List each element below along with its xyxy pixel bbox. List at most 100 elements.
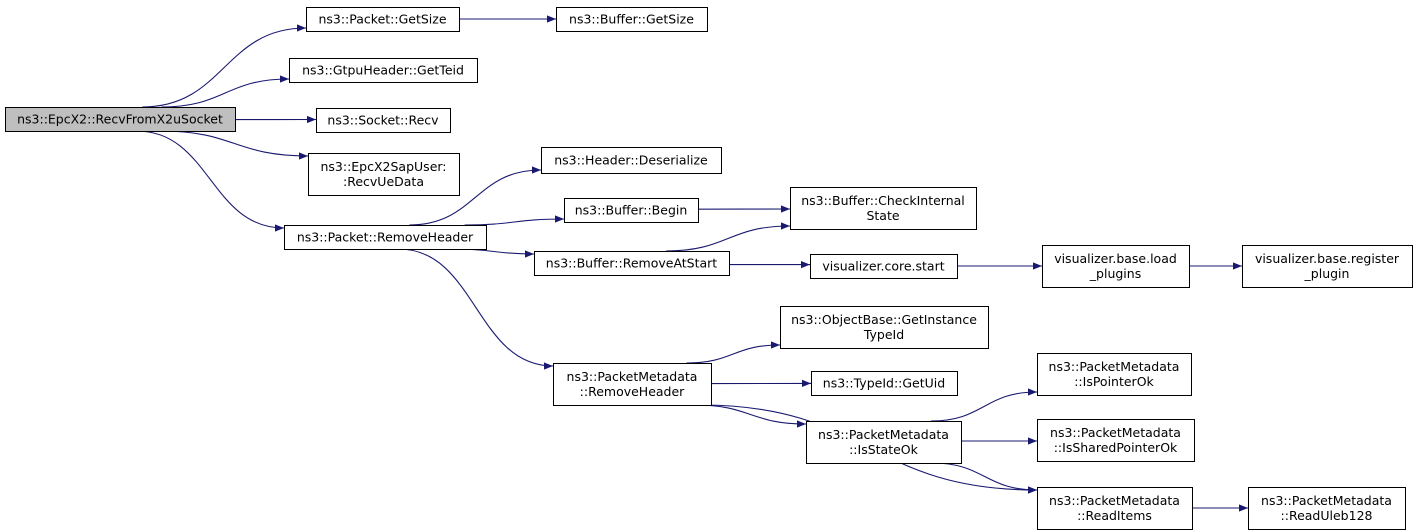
node-label: ns3::Packet::RemoveHeader	[297, 230, 474, 245]
edge-line	[398, 248, 554, 370]
node-label: ns3::Packet::GetSize	[318, 12, 446, 27]
node-label: ns3::PacketMetadata	[818, 427, 949, 442]
edge-pkt-removeheader-to-buf-begin	[464, 215, 565, 226]
node-box	[534, 251, 730, 276]
node-pm-readuleb128[interactable]: ns3::PacketMetadata::ReadUleb128	[1248, 487, 1406, 530]
node-pkt-getsize[interactable]: ns3::Packet::GetSize	[306, 7, 460, 32]
node-label: ns3::PacketMetadata	[567, 369, 698, 384]
node-label: ::RemoveHeader	[580, 384, 686, 399]
node-label: ns3::Buffer::RemoveAtStart	[546, 256, 718, 271]
node-buf-removeatstart[interactable]: ns3::Buffer::RemoveAtStart	[534, 251, 730, 276]
node-box	[780, 306, 989, 349]
edge-line	[464, 215, 565, 226]
edge-line	[932, 462, 1038, 494]
edge-line	[136, 130, 285, 232]
node-pm-removeheader[interactable]: ns3::PacketMetadata::RemoveHeader	[553, 363, 712, 406]
node-vis-load-plugins[interactable]: visualizer.base.load_plugins	[1042, 245, 1190, 288]
node-pm-isstateok[interactable]: ns3::PacketMetadata::IsStateOk	[806, 421, 962, 464]
node-box	[284, 225, 487, 250]
node-label: ::IsStateOk	[849, 442, 919, 457]
node-box	[289, 58, 478, 83]
node-label: _plugin	[1304, 266, 1350, 281]
node-pkt-removeheader[interactable]: ns3::Packet::RemoveHeader	[284, 225, 487, 250]
node-label: ns3::PacketMetadata	[1050, 425, 1181, 440]
node-label: ::ReadUleb128	[1281, 508, 1373, 523]
edge-pm-isstateok-to-pm-readitems	[932, 462, 1038, 494]
edge-line	[142, 24, 307, 108]
node-box	[1248, 487, 1406, 530]
node-label: visualizer.base.load	[1054, 251, 1177, 266]
node-box	[810, 254, 958, 279]
node-label: visualizer.core.start	[822, 259, 944, 274]
node-box	[811, 371, 958, 396]
node-pm-issharedpointerok[interactable]: ns3::PacketMetadata::IsSharedPointerOk	[1037, 419, 1195, 462]
node-label: ns3::Buffer::Begin	[575, 203, 688, 218]
node-box	[790, 187, 977, 230]
node-label: :RecvUeData	[343, 174, 424, 189]
edge-line	[161, 75, 290, 108]
node-label: ns3::ObjectBase::GetInstance	[791, 312, 977, 327]
node-label: ns3::EpcX2SapUser:	[320, 159, 446, 174]
node-label: ns3::TypeId::GetUid	[823, 376, 945, 391]
node-box	[806, 421, 962, 464]
node-label: State	[866, 208, 899, 223]
node-label: TypeId	[863, 327, 904, 342]
node-pm-readitems[interactable]: ns3::PacketMetadata::ReadItems	[1037, 487, 1193, 530]
node-label: ns3::Socket::Recv	[327, 113, 439, 128]
node-buf-begin[interactable]: ns3::Buffer::Begin	[564, 198, 699, 223]
node-box	[308, 153, 460, 196]
node-label: ::ReadItems	[1077, 508, 1152, 523]
edge-line	[160, 130, 309, 160]
node-box	[541, 147, 722, 174]
nodes-layer: ns3::EpcX2::RecvFromX2uSocketns3::Packet…	[5, 7, 1413, 530]
node-box	[1242, 245, 1413, 288]
node-box	[306, 7, 460, 32]
node-sap-recvuedata[interactable]: ns3::EpcX2SapUser::RecvUeData	[308, 153, 460, 196]
node-label: ns3::GtpuHeader::GetTeid	[302, 63, 464, 78]
node-pm-ispointerok[interactable]: ns3::PacketMetadata::IsPointerOk	[1037, 353, 1192, 396]
node-label: visualizer.base.register	[1255, 251, 1400, 266]
node-label: ns3::Buffer::CheckInternal	[801, 193, 965, 208]
node-label: _plugins	[1089, 266, 1141, 281]
node-label: ns3::Buffer::GetSize	[569, 12, 694, 27]
node-label: ns3::EpcX2::RecvFromX2uSocket	[17, 112, 223, 127]
node-box	[1042, 245, 1190, 288]
edge-pm-isstateok-to-pm-ispointerok	[930, 388, 1038, 422]
node-buf-getsize[interactable]: ns3::Buffer::GetSize	[556, 7, 708, 32]
node-vis-core-start[interactable]: visualizer.core.start	[810, 254, 958, 279]
edge-line	[666, 222, 791, 252]
node-vis-register-plugin[interactable]: visualizer.base.register_plugin	[1242, 245, 1413, 288]
node-box	[5, 107, 236, 132]
node-label: ns3::PacketMetadata	[1049, 493, 1180, 508]
node-box	[1037, 487, 1193, 530]
node-label: ns3::Header::Deserialize	[554, 153, 708, 168]
edge-line	[930, 388, 1038, 422]
edge-line	[686, 341, 781, 364]
node-box	[1037, 353, 1192, 396]
edge-recv-x2u-to-pkt-removeheader	[136, 130, 285, 232]
node-socket-recv[interactable]: ns3::Socket::Recv	[316, 108, 451, 133]
edge-pm-removeheader-to-ob-getinstancetypeid	[686, 341, 781, 364]
edge-recv-x2u-to-sap-recvuedata	[160, 130, 309, 160]
node-box	[556, 7, 708, 32]
node-box	[1037, 419, 1195, 462]
edge-pkt-removeheader-to-hdr-deserialize	[409, 166, 542, 226]
edges-layer	[136, 15, 1248, 512]
node-label: ::IsSharedPointerOk	[1054, 440, 1178, 455]
node-label: ns3::PacketMetadata	[1261, 493, 1392, 508]
edge-line	[409, 166, 542, 226]
edge-recv-x2u-to-pkt-getsize	[142, 24, 307, 108]
node-hdr-deserialize[interactable]: ns3::Header::Deserialize	[541, 147, 722, 174]
node-box	[316, 108, 451, 133]
edge-recv-x2u-to-gtpu-getteid	[161, 75, 290, 108]
node-box	[564, 198, 699, 223]
node-label: ::IsPointerOk	[1074, 374, 1154, 389]
edge-pkt-removeheader-to-pm-removeheader	[398, 248, 554, 370]
node-recv-x2u[interactable]: ns3::EpcX2::RecvFromX2uSocket	[5, 107, 236, 132]
node-box	[553, 363, 712, 406]
node-typeid-getuid[interactable]: ns3::TypeId::GetUid	[811, 371, 958, 396]
node-gtpu-getteid[interactable]: ns3::GtpuHeader::GetTeid	[289, 58, 478, 83]
